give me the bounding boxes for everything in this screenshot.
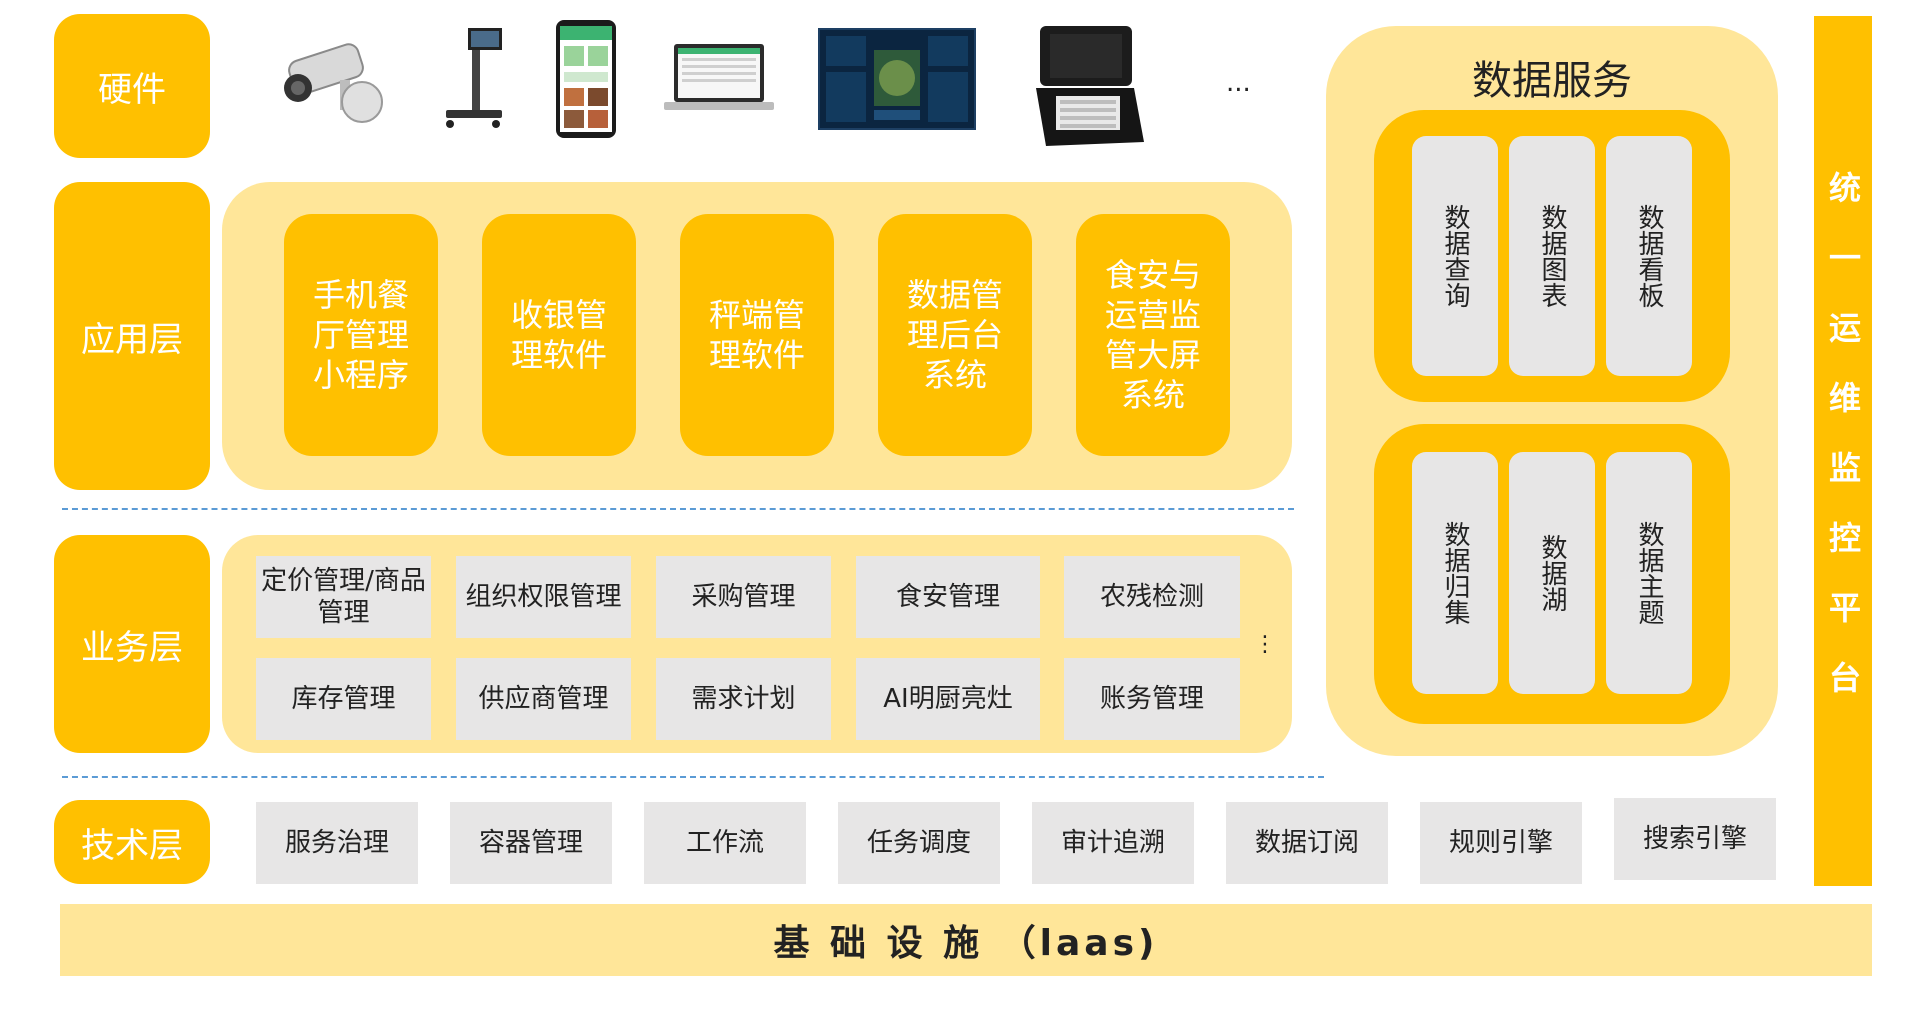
business-item: 供应商管理 bbox=[456, 658, 631, 740]
layer-label-tech: 技术层 bbox=[54, 800, 210, 884]
app-card-food-safety-screen: 食安与运营监管大屏系统 bbox=[1076, 214, 1230, 456]
tech-item: 规则引擎 bbox=[1420, 802, 1582, 884]
infrastructure-bar: 基 础 设 施 （laas) bbox=[60, 904, 1872, 976]
app-card-scale: 秤端管理软件 bbox=[680, 214, 834, 456]
business-item: 组织权限管理 bbox=[456, 556, 631, 638]
business-item: 账务管理 bbox=[1064, 658, 1240, 740]
data-service-item: 数据查询 bbox=[1412, 136, 1498, 376]
business-item: 库存管理 bbox=[256, 658, 431, 740]
business-item: 食安管理 bbox=[856, 556, 1040, 638]
security-camera-icon bbox=[280, 30, 400, 130]
tech-item: 工作流 bbox=[644, 802, 806, 884]
ops-platform-label: 统一运维监控平台 bbox=[1824, 171, 1862, 731]
app-card-mobile-miniprogram: 手机餐厅管理小程序 bbox=[284, 214, 438, 456]
data-service-item: 数据归集 bbox=[1412, 452, 1498, 694]
layer-label-hardware: 硬件 bbox=[54, 14, 210, 158]
tech-item: 容器管理 bbox=[450, 802, 612, 884]
smartphone-icon bbox=[554, 18, 620, 140]
business-item: 定价管理/商品管理 bbox=[256, 556, 431, 638]
divider-dashed-2 bbox=[62, 776, 1324, 778]
tech-item: 服务治理 bbox=[256, 802, 418, 884]
layer-label-business: 业务层 bbox=[54, 535, 210, 753]
rugged-case-device-icon bbox=[1030, 22, 1148, 150]
ops-platform-bar: 统一运维监控平台 bbox=[1814, 16, 1872, 886]
hardware-more-ellipsis: ... bbox=[1226, 68, 1251, 98]
app-card-data-backend: 数据管理后台系统 bbox=[878, 214, 1032, 456]
business-more-ellipsis: ⋮ bbox=[1254, 632, 1276, 657]
data-service-item: 数据图表 bbox=[1509, 136, 1595, 376]
tech-item: 搜索引擎 bbox=[1614, 798, 1776, 880]
divider-dashed-1 bbox=[62, 508, 1294, 510]
data-service-item: 数据主题 bbox=[1606, 452, 1692, 694]
tech-item: 任务调度 bbox=[838, 802, 1000, 884]
tech-item: 数据订阅 bbox=[1226, 802, 1388, 884]
data-service-item: 数据看板 bbox=[1606, 136, 1692, 376]
data-service-item: 数据湖 bbox=[1509, 452, 1595, 694]
app-card-cashier: 收银管理软件 bbox=[482, 214, 636, 456]
data-service-title: 数据服务 bbox=[1472, 58, 1632, 104]
scale-terminal-icon bbox=[440, 26, 510, 132]
laptop-icon bbox=[662, 42, 776, 116]
business-item: AI明厨亮灶 bbox=[856, 658, 1040, 740]
business-item: 农残检测 bbox=[1064, 556, 1240, 638]
layer-label-application: 应用层 bbox=[54, 182, 210, 490]
infrastructure-label: 基 础 设 施 （laas) bbox=[773, 923, 1159, 964]
business-item: 采购管理 bbox=[656, 556, 831, 638]
big-screen-display-icon bbox=[818, 28, 976, 130]
business-item: 需求计划 bbox=[656, 658, 831, 740]
tech-item: 审计追溯 bbox=[1032, 802, 1194, 884]
